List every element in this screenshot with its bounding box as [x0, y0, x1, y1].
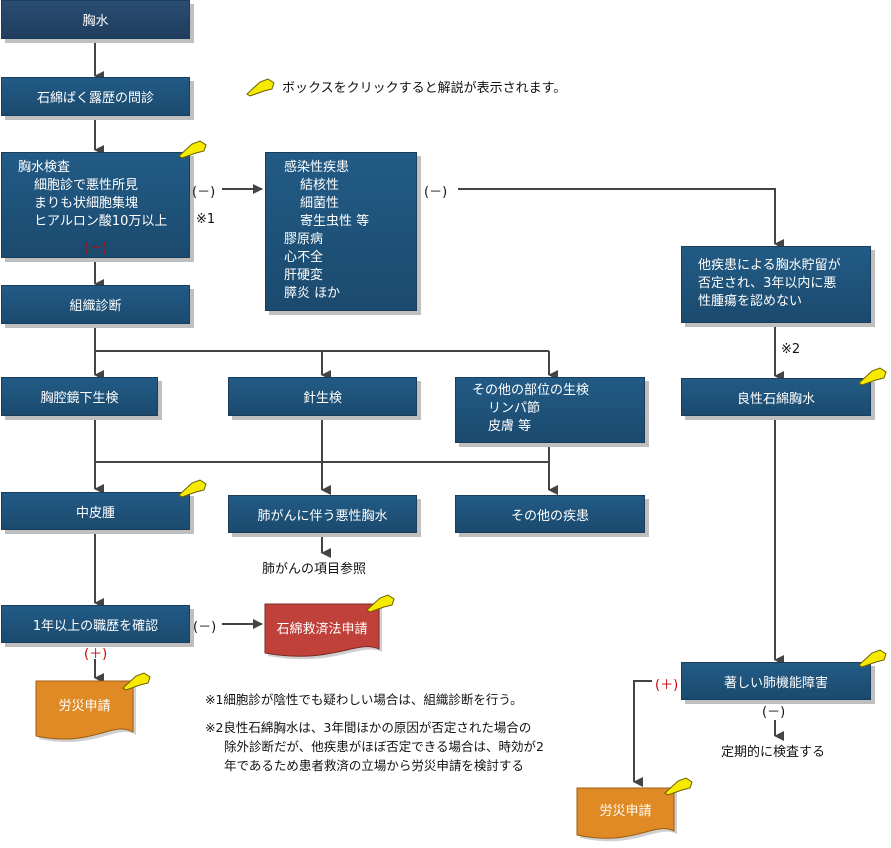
note2-marker: ※2	[781, 342, 801, 357]
box-label: 針生検	[302, 391, 342, 406]
document-shape	[264, 603, 382, 660]
note-2: ※2良性石綿胸水は、3年間ほかの原因が否定された場合の 除外診断だが、他疾患がほ…	[205, 718, 544, 775]
note-line: 除外診断だが、他疾患がほぼ否定できる場合は、時効が2	[224, 739, 544, 754]
minus-label: (－)	[762, 705, 786, 720]
box-label: 肺がんに伴う悪性胸水	[257, 508, 388, 524]
box-line: その他の部位の生検	[472, 383, 590, 398]
pointing-hand-icon[interactable]	[366, 592, 396, 614]
box-line: ヒアルロン酸10万以上	[34, 214, 168, 229]
box-asbestos-interview[interactable]: 石綿ばく露歴の問診	[1, 77, 190, 116]
box-label: 中皮腫	[75, 505, 115, 521]
box-work-history[interactable]: 1年以上の職歴を確認	[1, 605, 190, 643]
box-label: 1年以上の職歴を確認	[32, 618, 159, 634]
box-mesothelioma[interactable]: 中皮腫	[1, 492, 190, 530]
doc-asbestos-relief-application[interactable]: 石綿救済法申請	[264, 603, 382, 660]
legend-text: ボックスをクリックすると解説が表示されます。	[282, 81, 567, 96]
box-severe-lung-dysfunction[interactable]: 著しい肺機能障害	[681, 662, 871, 700]
box-kyousui[interactable]: 胸水	[1, 0, 190, 39]
plus-label: (＋)	[655, 678, 679, 693]
plus-label: (＋)	[84, 241, 108, 256]
box-other-site-biopsy[interactable]: その他の部位の生検 リンパ節 皮膚 等	[455, 377, 645, 443]
periodic-exam-text: 定期的に検査する	[721, 745, 826, 760]
plus-label: (＋)	[84, 647, 108, 662]
document-shape	[35, 680, 136, 743]
box-other-disease-excluded[interactable]: 他疾患による胸水貯留が 否定され、3年以内に悪 性腫瘍を認めない	[681, 246, 871, 323]
pointing-hand-icon[interactable]	[858, 365, 888, 387]
pointing-hand-icon[interactable]	[858, 647, 888, 669]
box-tissue-diagnosis[interactable]: 組織診断	[1, 285, 190, 324]
box-line: 心不全	[284, 250, 324, 265]
box-other-disease[interactable]: その他の疾患	[455, 495, 645, 533]
box-pleural-fluid-exam[interactable]: 胸水検査 細胞診で悪性所見 まりも状細胞集塊 ヒアルロン酸10万以上	[1, 152, 190, 258]
box-label: その他の疾患	[510, 508, 589, 524]
box-line: 膠原病	[284, 232, 324, 247]
box-line: 感染性疾患	[284, 160, 350, 175]
box-infectious-disease[interactable]: 感染性疾患 結核性 細菌性 寄生虫性 等 膠原病 心不全 肝硬変 膵炎 ほか	[265, 152, 417, 311]
minus-label: (－)	[424, 185, 448, 200]
doc-label: 労災申請	[58, 699, 111, 714]
pointing-hand-icon[interactable]	[178, 477, 208, 499]
box-line: 他疾患による胸水貯留が	[698, 258, 841, 273]
pointing-hand-icon	[246, 78, 275, 97]
doc-workers-comp-application-1[interactable]: 労災申請	[35, 680, 136, 743]
box-line: 膵炎 ほか	[284, 286, 341, 301]
box-thoracoscopic-biopsy[interactable]: 胸腔鏡下生検	[1, 377, 158, 416]
box-line: 結核性	[300, 178, 340, 193]
doc-label: 石綿救済法申請	[276, 622, 368, 637]
box-title: 胸水検査	[18, 160, 71, 175]
box-line: 否定され、3年以内に悪	[698, 276, 837, 291]
box-line: 寄生虫性 等	[300, 214, 370, 229]
note-line: ※2良性石綿胸水は、3年間ほかの原因が否定された場合の	[205, 720, 532, 735]
box-lung-cancer-effusion[interactable]: 肺がんに伴う悪性胸水	[228, 495, 417, 533]
box-label: 胸水	[82, 14, 109, 29]
box-line: 肝硬変	[284, 268, 324, 283]
doc-label: 労災申請	[599, 804, 652, 819]
lung-cancer-reference[interactable]: 肺がんの項目参照	[262, 562, 367, 577]
minus-label: (－)	[193, 620, 217, 635]
box-label: 著しい肺機能障害	[723, 675, 828, 691]
note-line: 年であるため患者救済の立場から労災申請を検討する	[224, 758, 524, 773]
box-needle-biopsy[interactable]: 針生検	[228, 377, 417, 416]
box-line: リンパ節	[488, 401, 541, 416]
box-line: 皮膚 等	[488, 419, 532, 434]
box-line: 性腫瘍を認めない	[698, 294, 803, 309]
minus-label: (－)	[192, 185, 216, 200]
box-label: 胸腔鏡下生検	[40, 391, 119, 406]
note1-marker: ※1	[196, 212, 216, 227]
pointing-hand-icon[interactable]	[178, 138, 208, 160]
pointing-hand-icon[interactable]	[122, 670, 152, 692]
box-label: 組織診断	[69, 299, 122, 314]
document-shape	[576, 787, 677, 842]
box-line: 細菌性	[300, 196, 340, 211]
box-label: 石綿ばく露歴の問診	[36, 91, 154, 106]
pointing-hand-icon[interactable]	[664, 775, 694, 797]
box-line: 細胞診で悪性所見	[34, 178, 139, 193]
box-label: 良性石綿胸水	[736, 391, 815, 407]
box-benign-asbestos-effusion[interactable]: 良性石綿胸水	[681, 378, 871, 416]
note-1: ※1細胞診が陰性でも疑わしい場合は、組織診断を行う。	[205, 692, 523, 707]
doc-workers-comp-application-2[interactable]: 労災申請	[576, 787, 677, 842]
box-line: まりも状細胞集塊	[34, 196, 139, 211]
